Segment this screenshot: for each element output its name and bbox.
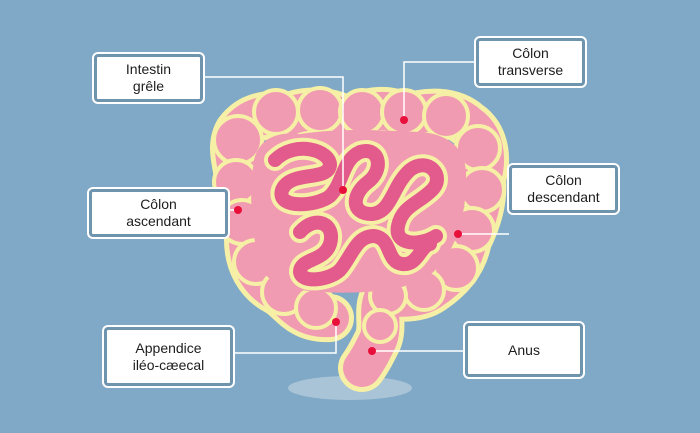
label-colon-descendant: Côlon descendant — [509, 165, 618, 213]
label-colon-transverse: Côlon transverse — [476, 38, 585, 86]
marker-colon-descendant — [454, 230, 462, 238]
leader-appendice — [233, 322, 337, 354]
leader-colon-transverse — [403, 61, 476, 120]
marker-appendice — [332, 318, 340, 326]
label-intestin-grele: Intestin grêle — [94, 54, 203, 102]
small-intestine — [268, 141, 444, 287]
leader-lines — [205, 61, 509, 354]
leader-intestin-grele — [205, 76, 344, 190]
label-appendice: Appendice iléo-cæecal — [104, 327, 233, 386]
marker-colon-transverse — [400, 116, 408, 124]
label-anus: Anus — [465, 323, 583, 377]
markers — [234, 116, 462, 355]
marker-anus — [368, 347, 376, 355]
marker-colon-ascendant — [234, 206, 242, 214]
label-colon-ascendant: Côlon ascendant — [89, 189, 228, 237]
marker-intestin-grele — [339, 186, 347, 194]
